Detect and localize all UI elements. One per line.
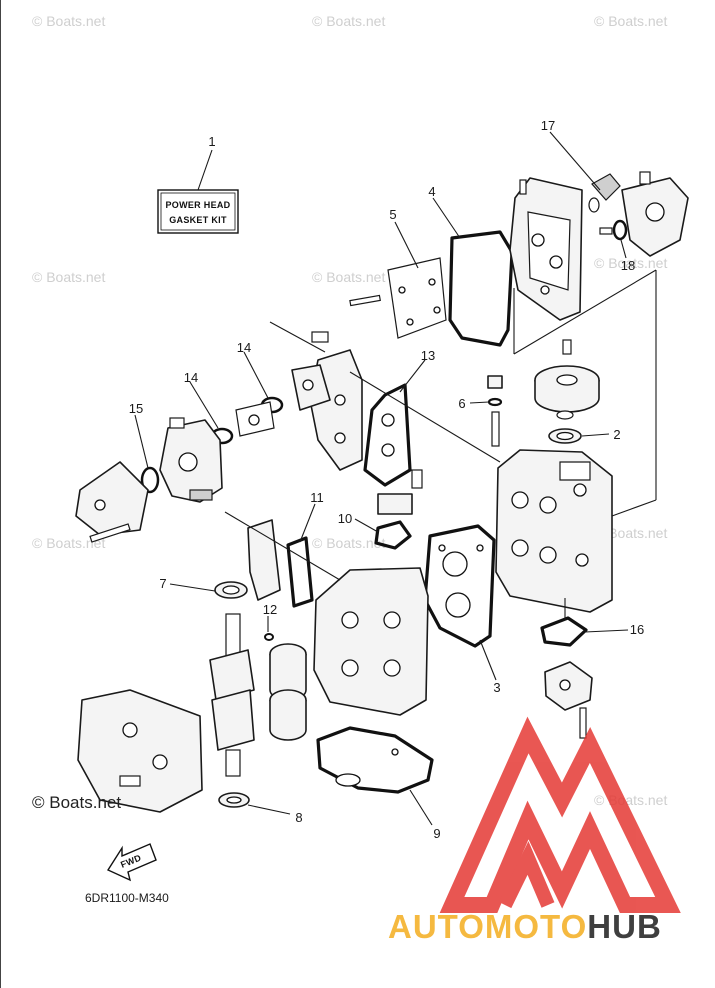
- callout-number: 15: [129, 401, 143, 416]
- part-1-gasket-kit-label: POWER HEAD GASKET KIT: [157, 189, 239, 234]
- callout-number: 13: [421, 348, 435, 363]
- leader-lines: [134, 131, 657, 826]
- part-12-o-ring: [264, 633, 274, 641]
- logo-triangle-icon: [439, 716, 681, 913]
- kit-label-line2: GASKET KIT: [169, 215, 227, 225]
- watermark: © Boats.net: [312, 269, 385, 285]
- cylinder-head: [495, 449, 613, 613]
- watermark: © Boats.net: [312, 535, 385, 551]
- callout-number: 18: [621, 258, 635, 273]
- watermark-dark: © Boats.net: [32, 793, 121, 812]
- callout-number: 5: [389, 207, 396, 222]
- thermostat-cover: [621, 171, 689, 257]
- part-6-o-ring: [487, 375, 503, 447]
- callout-number: 9: [433, 826, 440, 841]
- watermark: © Boats.net: [32, 535, 105, 551]
- watermark: © Boats.net: [32, 269, 105, 285]
- kit-label-line1: POWER HEAD: [165, 200, 230, 210]
- part-16-gasket: [540, 616, 588, 647]
- watermark: © Boats.net: [32, 13, 105, 29]
- callout-number: 3: [493, 680, 500, 695]
- oil-pump: [544, 661, 593, 739]
- callout-number: 14: [184, 370, 198, 385]
- part-15-o-ring: [140, 466, 160, 494]
- callout-number: 4: [428, 184, 435, 199]
- callout-number: 10: [338, 511, 352, 526]
- part-9-base-gasket: [316, 726, 434, 794]
- callout-number: 17: [541, 118, 555, 133]
- part-4-exhaust-gasket: [448, 230, 514, 347]
- spacer: [235, 401, 275, 437]
- part-13-intake-gasket: [363, 383, 412, 487]
- part-5-cover-plate: [349, 257, 447, 339]
- watermark: © Boats.net: [594, 255, 667, 271]
- oil-fitting: [377, 469, 423, 515]
- intake-manifold: [291, 331, 363, 471]
- part-18-o-ring: [612, 219, 628, 241]
- brand-text: AUTOMOTOHUB: [388, 908, 662, 945]
- fwd-arrow-icon: FWD: [106, 843, 157, 882]
- cylinder-block: [313, 567, 429, 716]
- crankshaft: [209, 613, 255, 777]
- callout-number: 16: [630, 622, 644, 637]
- intake-silencer: [75, 461, 149, 543]
- part-8-lower-oil-seal: [218, 792, 250, 808]
- callout-number: 12: [263, 602, 277, 617]
- part-7-upper-oil-seal: [214, 581, 248, 599]
- watermark: © Boats.net: [594, 13, 667, 29]
- automotohub-logo: [439, 716, 681, 913]
- callout-number: 7: [159, 576, 166, 591]
- callout-number: 2: [613, 427, 620, 442]
- watermark: © Boats.net: [594, 792, 667, 808]
- carburetor: [159, 417, 223, 503]
- callouts: 1 2 3 4 5 6 7 8 9 10 11 12 13 14 14 15 1…: [129, 118, 644, 841]
- callout-number: 8: [295, 810, 302, 825]
- part-2-oil-seal: [548, 428, 582, 444]
- callout-number: 14: [237, 340, 251, 355]
- part-17-thermostat: [588, 173, 621, 213]
- crankcase: [77, 689, 203, 813]
- callout-number: 11: [310, 490, 324, 505]
- brand-part1: AUTOMOTO: [388, 908, 587, 945]
- diagram-code: 6DR1100-M340: [85, 891, 169, 905]
- brand-part2: HUB: [587, 908, 662, 945]
- callout-number: 1: [208, 134, 215, 149]
- exhaust-cover: [509, 177, 613, 321]
- callout-number: 6: [458, 396, 465, 411]
- breather-cover: [247, 519, 281, 601]
- part-10-gasket: [374, 520, 412, 550]
- part-3-head-gasket: [423, 524, 496, 648]
- part-11-gasket: [286, 536, 314, 608]
- pistons: [269, 643, 307, 741]
- camshaft-pulley: [534, 339, 600, 420]
- watermark: © Boats.net: [312, 13, 385, 29]
